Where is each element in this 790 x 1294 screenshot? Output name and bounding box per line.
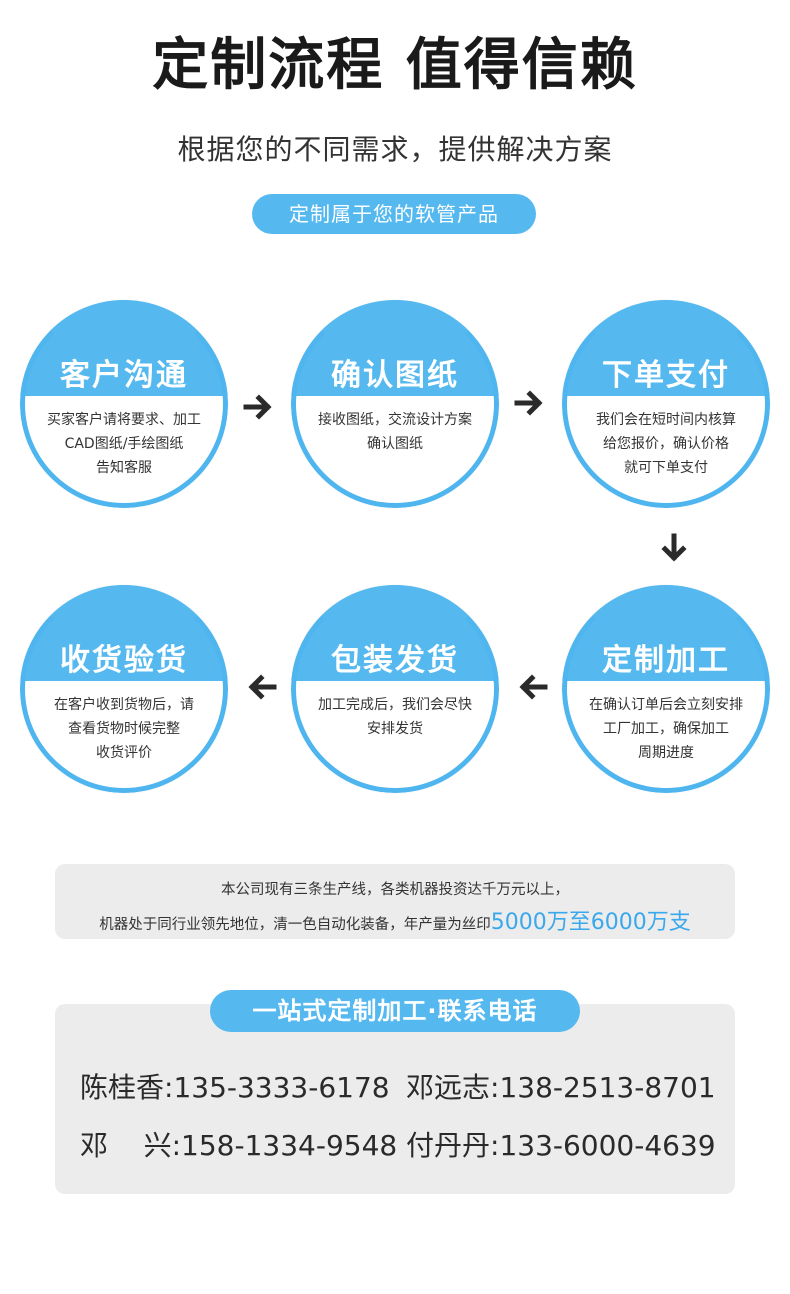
step-name: 确认图纸: [331, 358, 459, 393]
step-desc: 我们会在短时间内核算给您报价，确认价格就可下单支付: [596, 412, 736, 476]
info-line-1: 本公司现有三条生产线，各类机器投资达千万元以上，: [221, 882, 569, 898]
step-name: 定制加工: [602, 643, 730, 678]
step-name: 下单支付: [602, 358, 730, 393]
step-package-ship: 包装发货 加工完成后，我们会尽快安排发货: [291, 585, 499, 793]
step-desc: 接收图纸，交流设计方案确认图纸: [318, 412, 472, 452]
step-confirm-drawing: 确认图纸 接收图纸，交流设计方案确认图纸: [291, 300, 499, 508]
contact-entry[interactable]: 付丹丹:133-6000-4639: [406, 1129, 716, 1162]
contact-entry[interactable]: 陈桂香:135-3333-6178: [80, 1071, 390, 1104]
contact-entry[interactable]: 邓远志:138-2513-8701: [406, 1071, 716, 1104]
arrow-right-icon: [243, 390, 277, 424]
info-line-2: 机器处于同行业领先地位，清一色自动化装备，年产量为丝印5000万至6000万支: [99, 910, 691, 935]
capacity-highlight: 5000万至6000万支: [490, 910, 691, 935]
contact-row-1: 陈桂香:135-3333-6178 邓远志:138-2513-8701: [80, 1066, 716, 1106]
page-title: 定制流程 值得信赖: [152, 33, 638, 98]
step-receive-inspect: 收货验货 在客户收到货物后，请查看货物时候完整收货评价: [20, 585, 228, 793]
step-desc: 在客户收到货物后，请查看货物时候完整收货评价: [54, 697, 194, 761]
step-order-payment: 下单支付 我们会在短时间内核算给您报价，确认价格就可下单支付: [562, 300, 770, 508]
contact-panel: [55, 1004, 735, 1194]
company-info-box: 本公司现有三条生产线，各类机器投资达千万元以上， 机器处于同行业领先地位，清一色…: [55, 864, 735, 939]
step-name: 包装发货: [331, 643, 459, 678]
step-custom-processing: 定制加工 在确认订单后会立刻安排工厂加工，确保加工周期进度: [562, 585, 770, 793]
step-name: 客户沟通: [60, 358, 188, 393]
step-desc: 在确认订单后会立刻安排工厂加工，确保加工周期进度: [589, 697, 743, 761]
arrow-left-icon: [514, 670, 548, 704]
arrow-left-icon: [243, 670, 277, 704]
arrow-down-icon: [657, 533, 691, 567]
section-pill: 定制属于您的软管产品: [252, 194, 536, 234]
step-desc: 加工完成后，我们会尽快安排发货: [318, 697, 472, 737]
page-subtitle: 根据您的不同需求，提供解决方案: [177, 133, 613, 166]
contact-entry[interactable]: 邓 兴:158-1334-9548: [80, 1129, 398, 1162]
arrow-right-icon: [514, 386, 548, 420]
step-name: 收货验货: [60, 643, 188, 678]
contact-title: 一站式定制加工·联系电话: [210, 990, 580, 1032]
